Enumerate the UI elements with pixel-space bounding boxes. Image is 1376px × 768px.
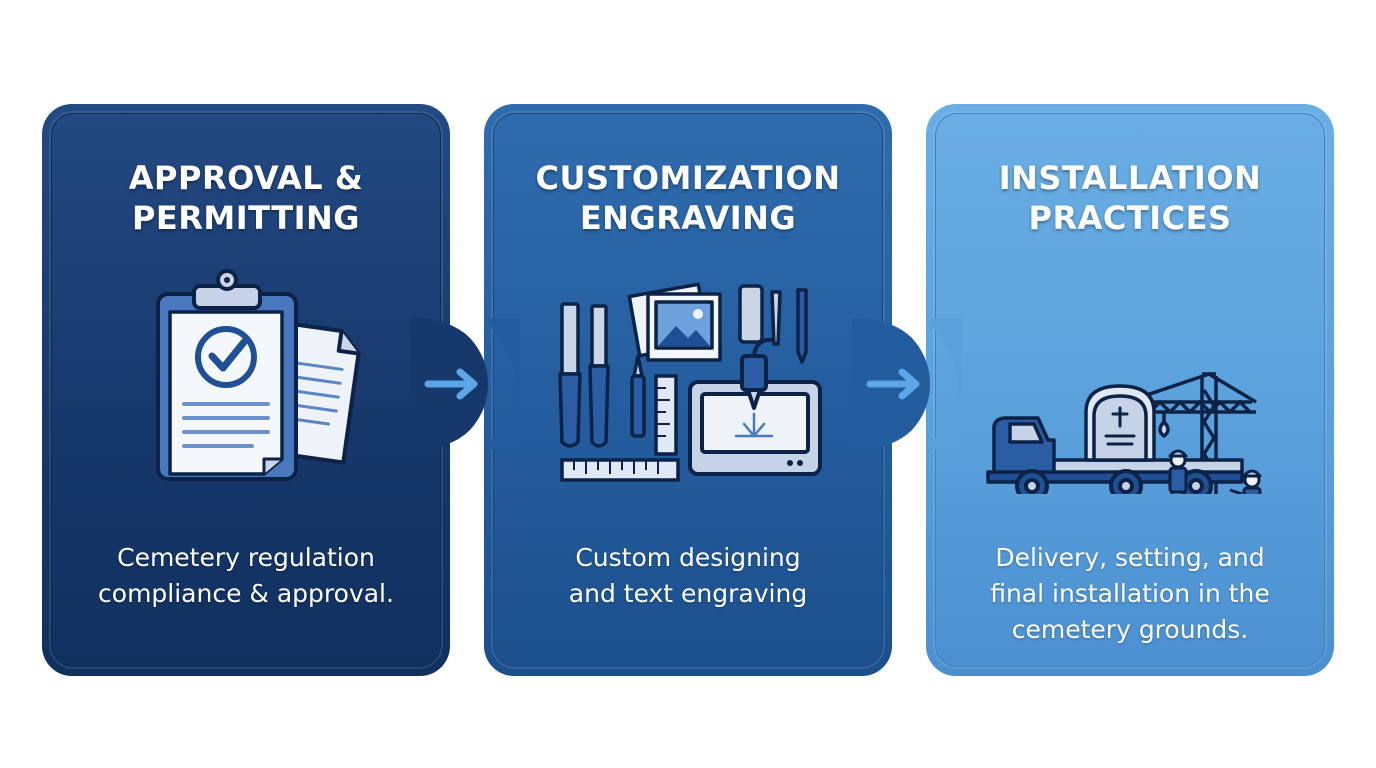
step-description: Cemetery regulation compliance & approva… [98,543,394,608]
step-card-approval: APPROVAL & PERMITTING [42,104,450,676]
arrow-right-icon [852,318,962,450]
step-card-installation: INSTALLATION PRACTICES [926,104,1334,676]
step-description: Custom designing and text engraving [568,543,808,608]
truck-crane-headstone-icon [986,372,1262,494]
step-description: Delivery, setting, and final installatio… [990,543,1270,644]
step-title: APPROVAL & PERMITTING [128,159,364,237]
step-card-customization: CUSTOMIZATION ENGRAVING [484,104,892,676]
step-title: INSTALLATION PRACTICES [998,159,1262,237]
engraving-tools-icon [558,282,822,482]
clipboard-checklist-icon [156,269,361,481]
arrow-right-icon [410,318,520,450]
step-title: CUSTOMIZATION ENGRAVING [535,159,841,237]
